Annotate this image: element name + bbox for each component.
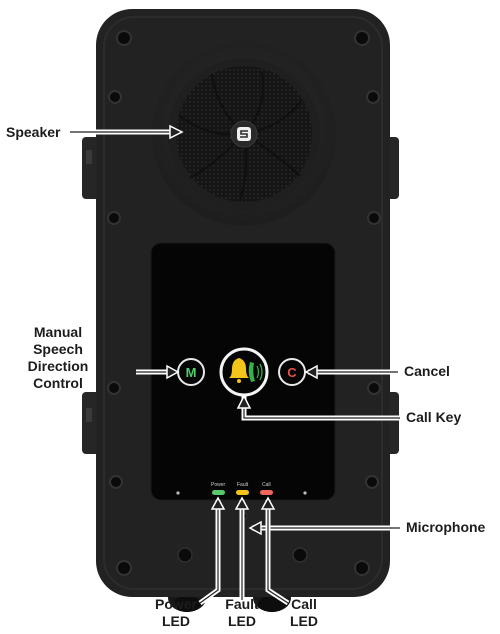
manual-speech-direction-button[interactable]: M: [177, 358, 205, 386]
manual-callout-line: Direction: [27, 358, 89, 374]
brand-logo-icon: [237, 127, 251, 141]
fault-led-callout: Fault LED: [214, 596, 270, 630]
panel-dot-left: [176, 491, 180, 495]
microphone-callout: Microphone: [406, 519, 486, 535]
button-c-label: C: [287, 365, 297, 380]
call-led-callout-line: LED: [290, 613, 318, 629]
led-row: [212, 490, 273, 495]
cancel-callout: Cancel: [404, 363, 450, 379]
power-led: [212, 490, 225, 495]
power-led-callout-line: LED: [162, 613, 190, 629]
leader-arrows: [70, 124, 400, 606]
bell-handset-icon: [229, 358, 263, 383]
call-key-callout: Call Key: [406, 409, 462, 425]
speaker-callout: Speaker: [6, 124, 61, 140]
manual-speech-callout: Manual Speech Direction Control: [18, 324, 98, 392]
panel-dot-right: [303, 491, 307, 495]
power-led-callout: Power LED: [146, 596, 206, 630]
fault-led: [236, 490, 249, 495]
housing-screws: [107, 30, 381, 576]
button-m-label: M: [186, 365, 197, 380]
power-led-callout-line: Power: [154, 596, 197, 612]
speaker: [152, 42, 336, 226]
left-bracket: [82, 137, 100, 454]
call-key-button[interactable]: [219, 347, 269, 397]
manual-callout-line: Control: [33, 375, 83, 391]
cancel-button[interactable]: C: [278, 358, 306, 386]
call-led-tag: Call: [262, 482, 271, 488]
fault-led-callout-line: Fault: [225, 596, 259, 612]
manual-callout-line: Speech: [33, 341, 83, 357]
fault-led-callout-line: LED: [228, 613, 256, 629]
manual-callout-line: Manual: [33, 324, 83, 340]
fault-led-tag: Fault: [237, 482, 249, 488]
call-led-callout-line: Call: [291, 596, 317, 612]
power-led-tag: Power: [211, 482, 226, 488]
call-led-callout: Call LED: [278, 596, 330, 630]
call-led: [260, 490, 273, 495]
